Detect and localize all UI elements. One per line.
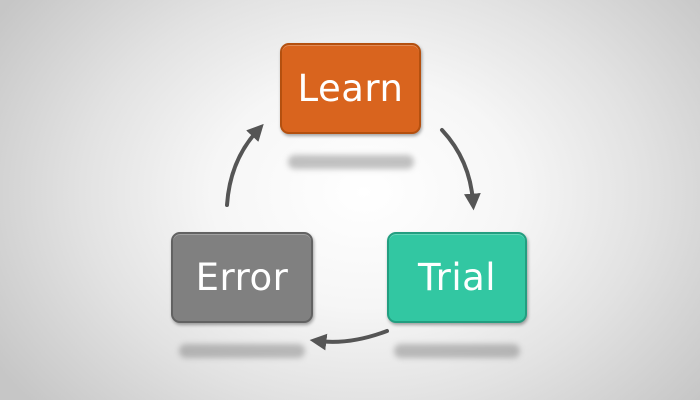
error-node-reflection — [179, 344, 305, 358]
learn-node-label: Learn — [297, 67, 404, 110]
error-node: Error — [171, 232, 313, 323]
error-node-label: Error — [195, 256, 289, 299]
arrow-trial-to-error — [309, 329, 389, 351]
arrow-learn-to-trial — [440, 128, 481, 211]
trial-node-reflection — [394, 344, 520, 358]
arrow-error-to-learn — [225, 123, 264, 207]
trial-node-label: Trial — [417, 256, 497, 299]
learn-node-reflection — [288, 155, 414, 169]
trial-node: Trial — [387, 232, 527, 323]
learn-node: Learn — [280, 43, 421, 134]
